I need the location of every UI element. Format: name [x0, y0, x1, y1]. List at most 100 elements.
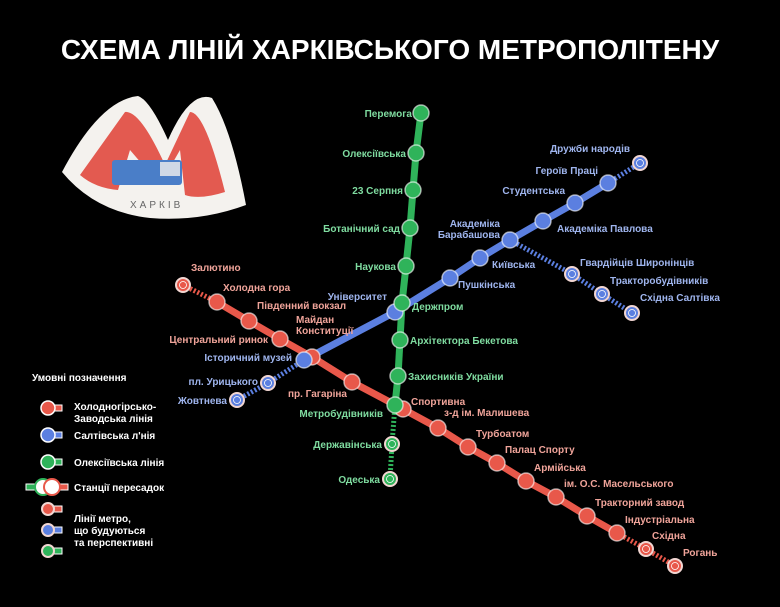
- station-label: ім. О.С. Масельського: [564, 479, 674, 490]
- station-marker: [578, 507, 596, 525]
- station-green[interactable]: Метробудівників: [299, 396, 404, 420]
- station-green[interactable]: Ботанічний сад: [323, 219, 419, 237]
- station-blue-branch[interactable]: Гвардійців Широнінців: [564, 258, 694, 282]
- station-green[interactable]: 23 Серпня: [352, 181, 422, 199]
- station-label: Держпром: [412, 302, 463, 313]
- station-label: Олексіївська: [342, 149, 406, 160]
- station-label: Університет: [328, 292, 387, 303]
- station-marker: [547, 488, 565, 506]
- station-red[interactable]: Залютино: [175, 263, 241, 293]
- station-marker: [295, 351, 313, 369]
- station-label: Наукова: [355, 262, 396, 273]
- station-red[interactable]: Армійська: [517, 463, 586, 490]
- station-blue[interactable]: Академіка Павлова: [534, 212, 653, 235]
- station-green[interactable]: Архітектора Бекетова: [391, 331, 518, 349]
- station-blue[interactable]: Героїв Праці: [536, 166, 617, 192]
- station-marker: [386, 396, 404, 414]
- station-label: Турбоатом: [476, 428, 529, 440]
- station-marker: [517, 472, 535, 490]
- station-blue[interactable]: Студентська: [502, 186, 584, 212]
- station-label: Східна Салтівка: [640, 293, 720, 304]
- station-label: Холодна гора: [223, 283, 291, 294]
- station-red[interactable]: Турбоатом: [459, 428, 529, 456]
- station-red[interactable]: Індустріальна: [608, 515, 695, 542]
- station-marker: [393, 294, 411, 312]
- station-label: Залютино: [191, 263, 241, 274]
- legend-label: Олексіївська лінія: [74, 458, 164, 469]
- station-label: Історичний музей: [204, 353, 292, 364]
- map-title: СХЕМА ЛІНІЙ ХАРКІВСЬКОГО МЕТРОПОЛІТЕНУ: [60, 34, 720, 65]
- station-blue[interactable]: Дружби народів: [550, 143, 648, 171]
- station-blue[interactable]: Жовтнева: [177, 392, 245, 408]
- station-blue-branch[interactable]: Східна Салтівка: [624, 293, 720, 321]
- blue-line-legend-icon: [40, 427, 56, 443]
- station-marker: [501, 231, 519, 249]
- station-marker: [401, 219, 419, 237]
- station-marker: [488, 454, 506, 472]
- station-label: Дружби народів: [550, 143, 630, 155]
- station-red[interactable]: Центральний ринок: [169, 330, 289, 348]
- station-red[interactable]: Рогань: [667, 548, 717, 574]
- station-label: Палац Спорту: [505, 445, 575, 456]
- station-label: Захисників України: [408, 372, 504, 383]
- station-label: з-д ім. Малишева: [444, 408, 530, 419]
- station-marker: [407, 144, 425, 162]
- station-blue[interactable]: Пушкінська: [441, 269, 516, 291]
- station-marker: [271, 330, 289, 348]
- planned-green-legend-icon: [41, 544, 55, 558]
- station-blue[interactable]: Історичний музей: [204, 351, 313, 369]
- red-line-legend-icon: [40, 400, 56, 416]
- planned-blue-legend-icon: [41, 523, 55, 537]
- station-red[interactable]: з-д ім. Малишева: [429, 408, 530, 437]
- station-green[interactable]: Захисників України: [389, 367, 504, 385]
- station-marker: [599, 174, 617, 192]
- station-marker: [441, 269, 459, 287]
- station-green[interactable]: Перемога: [365, 104, 430, 122]
- station-marker: [389, 367, 407, 385]
- station-label: Перемога: [365, 109, 413, 120]
- station-marker: [343, 373, 361, 391]
- station-red[interactable]: Холодна гора: [208, 283, 291, 311]
- station-label: Героїв Праці: [536, 166, 599, 177]
- station-label: Центральний ринок: [169, 335, 269, 346]
- station-label: Південний вокзал: [257, 301, 346, 312]
- station-marker: [240, 312, 258, 330]
- station-label: Студентська: [502, 186, 565, 197]
- station-marker: [208, 293, 226, 311]
- station-label: Армійська: [534, 463, 586, 474]
- station-green[interactable]: Одеська: [338, 471, 398, 487]
- station-red[interactable]: Південний вокзал: [240, 301, 346, 330]
- station-red[interactable]: пр. Гагаріна: [288, 373, 361, 400]
- station-red[interactable]: ім. О.С. Масельського: [547, 479, 674, 506]
- station-green[interactable]: Наукова: [355, 257, 415, 275]
- station-label: Тракторний завод: [595, 498, 685, 509]
- station-red[interactable]: Тракторний завод: [578, 498, 685, 525]
- station-marker: [397, 257, 415, 275]
- station-blue[interactable]: Київська: [471, 249, 536, 271]
- station-label: Пушкінська: [458, 280, 516, 291]
- station-label: Жовтнева: [177, 396, 228, 407]
- legend-title: Умовні позначення: [32, 373, 127, 384]
- station-label: Рогань: [683, 548, 717, 559]
- metro-logo: ХАРКІВ: [62, 96, 246, 219]
- station-marker: [391, 331, 409, 349]
- station-label: пл. Урицького: [189, 377, 258, 388]
- station-red[interactable]: Східна: [638, 531, 686, 557]
- station-green[interactable]: Олексіївська: [342, 144, 425, 162]
- station-marker: [566, 194, 584, 212]
- station-marker: [471, 249, 489, 267]
- logo-city: ХАРКІВ: [130, 200, 183, 211]
- station-marker: [534, 212, 552, 230]
- station-red[interactable]: Палац Спорту: [488, 445, 575, 472]
- station-green[interactable]: Держпром: [393, 294, 463, 313]
- station-label: Тракторобудівників: [610, 275, 708, 287]
- station-blue[interactable]: пл. Урицького: [189, 375, 276, 391]
- station-marker: [412, 104, 430, 122]
- legend-label: Станції пересадок: [74, 483, 165, 494]
- station-blue-branch[interactable]: Тракторобудівників: [594, 275, 708, 302]
- station-green[interactable]: Державінська: [313, 436, 400, 452]
